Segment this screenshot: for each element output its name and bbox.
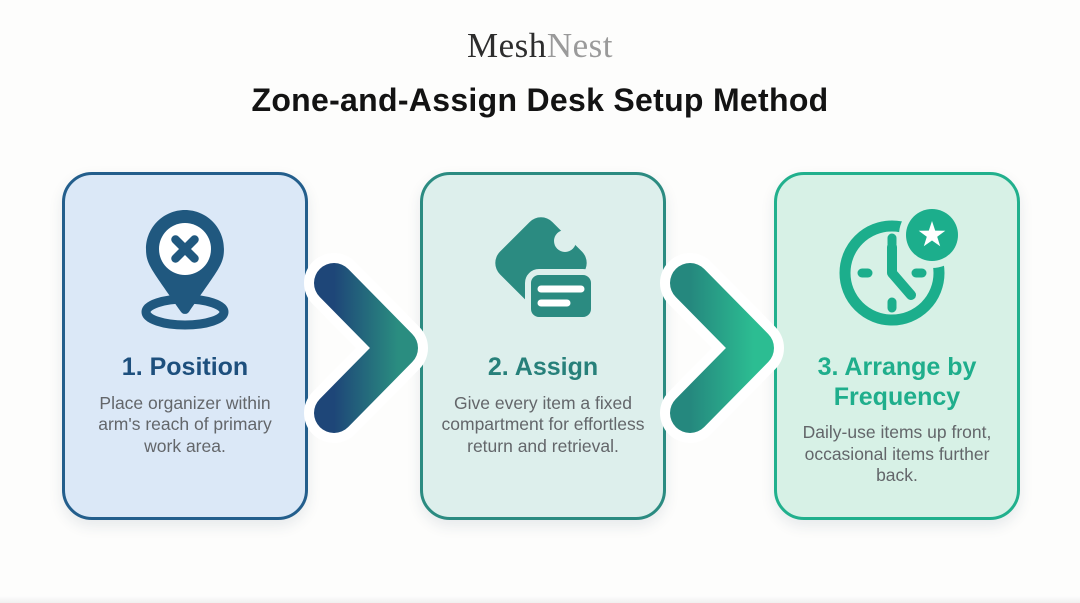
step-card-arrange-by-frequency: 3. Arrange by Frequency Daily-use items … [774,172,1020,520]
step-card-position: 1. Position Place organizer within arm's… [62,172,308,520]
step-title: 2. Assign [487,353,599,381]
step-title: 1. Position [121,353,249,381]
step-card-assign: 2. Assign Give every item a fixed compar… [420,172,666,520]
location-pin-x-icon [130,199,240,341]
brand-logo: MeshNest [0,27,1080,65]
step-description: Give every item a fixed compartment for … [441,392,645,456]
brand-name-part1: Mesh [467,26,547,65]
page-title: Zone-and-Assign Desk Setup Method [251,82,829,118]
step-title: 3. Arrange by Frequency [817,353,977,411]
brand-name-part2: Nest [546,26,613,65]
step-description: Place organizer within arm's reach of pr… [98,392,272,456]
tag-label-icon [482,199,604,341]
arrow-right-icon [304,253,428,443]
clock-star-icon [832,199,962,341]
arrow-right-icon [660,253,784,443]
step-description: Daily-use items up front, occasional ite… [802,422,992,486]
